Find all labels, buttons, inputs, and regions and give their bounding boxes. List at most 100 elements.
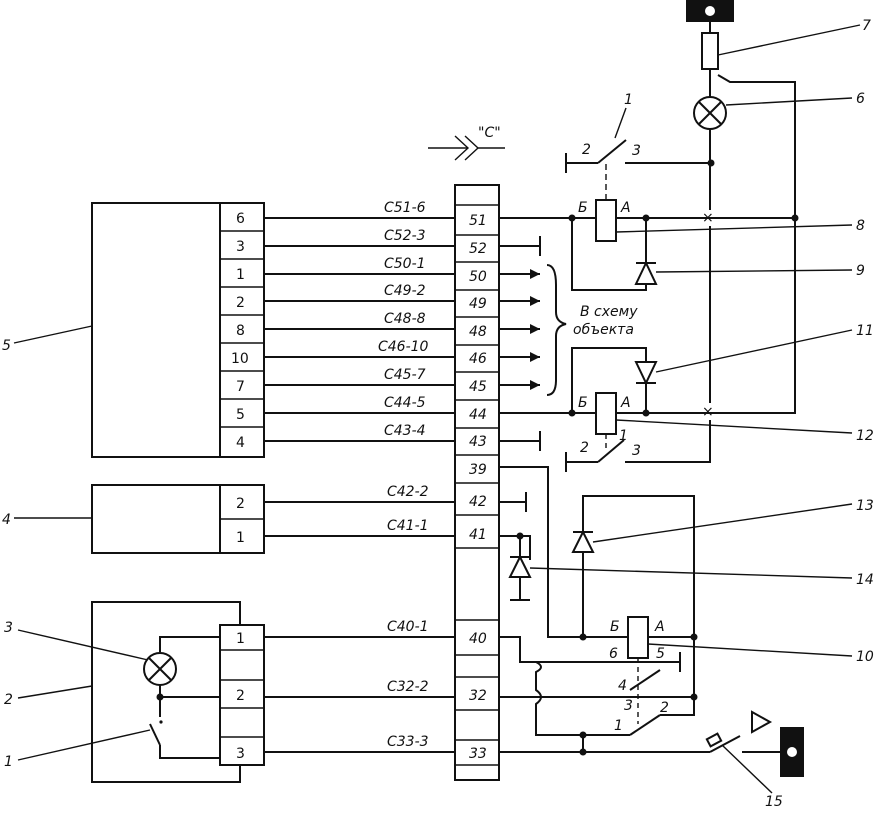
- block-5: 6 3 1 2 8 10 7 5 4: [91, 202, 265, 458]
- diode-13-icon: [571, 529, 595, 553]
- relay-10-coil-icon: [627, 616, 649, 659]
- relay12-term-b: Б: [578, 395, 588, 411]
- diode-11-icon: [634, 361, 658, 386]
- wire-c50-1: C50-1: [384, 256, 426, 272]
- block5-pin-5: 5: [236, 407, 245, 423]
- connector-pin-43: 43: [469, 434, 487, 450]
- connector-pin-32: 32: [469, 688, 487, 704]
- wire-c33-3: C33-3: [387, 734, 429, 750]
- switch-1-icon: [149, 723, 161, 746]
- connector-pin-33: 33: [469, 746, 487, 762]
- callout-1-left: 1: [4, 754, 13, 770]
- sw10-label-2: 2: [660, 700, 669, 716]
- wire-c45-7: C45-7: [384, 367, 426, 383]
- connector-pin-46: 46: [469, 351, 487, 367]
- sw10-label-6: 6: [609, 646, 618, 662]
- connector-pin-48: 48: [469, 324, 487, 340]
- wire-c46-10: C46-10: [378, 339, 429, 355]
- wire-c41-1: C41-1: [387, 518, 429, 534]
- block5-pin-4: 4: [236, 435, 245, 451]
- connector-pin-42: 42: [469, 494, 487, 510]
- block4-pin-2: 2: [236, 496, 245, 512]
- block4-pin-1: 1: [236, 530, 245, 546]
- callout-1-top: 1: [624, 92, 633, 108]
- relay8-term-a: А: [620, 200, 631, 216]
- object-note-line1: В схему: [580, 304, 638, 320]
- connector-symbol: "C": [428, 125, 505, 161]
- block2-pin-2: 2: [236, 688, 245, 704]
- block5-pin-1: 1: [236, 267, 245, 283]
- block5-pin-10: 10: [231, 351, 249, 367]
- object-outputs: В схему объекта: [499, 236, 638, 396]
- relay10-term-b: Б: [610, 619, 620, 635]
- callouts: 7 6 1 8 9 11 12 13 14 10 15 5 4 3 2 1: [2, 18, 874, 810]
- block-4: 2 1: [91, 484, 265, 554]
- callout-2: 2: [4, 692, 13, 708]
- relay8-term-b: Б: [578, 200, 588, 216]
- wire-c48-8: C48-8: [384, 311, 426, 327]
- connector-pin-45: 45: [469, 379, 487, 395]
- wire-c42-2: C42-2: [387, 484, 429, 500]
- connector-pin-44: 44: [469, 407, 487, 423]
- sw10-label-4: 4: [618, 678, 627, 694]
- sw12-label-2: 2: [580, 440, 589, 456]
- callout-14: 14: [856, 572, 874, 588]
- callout-9: 9: [856, 263, 865, 279]
- power-branch: × ×: [686, 0, 799, 462]
- wire-c49-2: C49-2: [384, 283, 426, 299]
- sw12-label-3: 3: [632, 443, 641, 459]
- relay-8-coil-icon: [595, 199, 617, 242]
- relay-12: Б А 2 1 3: [499, 347, 711, 472]
- callout-7: 7: [862, 18, 871, 34]
- sw12-label-1: 1: [619, 428, 628, 444]
- sw1-label-3: 3: [632, 143, 641, 159]
- wire-bundle-5: [264, 217, 455, 442]
- block5-pin-6: 6: [236, 211, 245, 227]
- sw10-label-5: 5: [656, 646, 665, 662]
- bottom-ground: [499, 710, 804, 777]
- block5-pin-8: 8: [236, 323, 245, 339]
- block-2: 1 2 3: [91, 601, 265, 783]
- callout-11: 11: [856, 323, 874, 339]
- callout-12: 12: [856, 428, 874, 444]
- switch-1-top-icon: [597, 139, 627, 164]
- callout-8: 8: [856, 218, 865, 234]
- callout-3: 3: [4, 620, 13, 636]
- block5-pin-3: 3: [236, 239, 245, 255]
- sw1-label-2: 2: [582, 142, 591, 158]
- switch-12-icon: [597, 439, 625, 463]
- diode-9-icon: [634, 260, 658, 285]
- callout-15: 15: [765, 794, 783, 810]
- signal-triangle-icon: [751, 710, 773, 734]
- diode-14-icon: [508, 554, 532, 578]
- fuse-7-icon: [701, 32, 719, 70]
- sw10-label-3: 3: [624, 698, 633, 714]
- relay-8: Б А 2 3: [499, 139, 715, 291]
- object-note-line2: объекта: [573, 322, 634, 338]
- callout-5: 5: [2, 338, 11, 354]
- wire-c32-2: C32-2: [387, 679, 429, 695]
- connector-c: 51 52 50 49 48 46 45 44 43 39 42 41 40 3…: [454, 184, 500, 781]
- block5-pin-2: 2: [236, 295, 245, 311]
- wire-c40-1: C40-1: [387, 619, 429, 635]
- wire-c51-6: C51-6: [384, 200, 426, 216]
- relay-12-coil-icon: [595, 392, 617, 435]
- wire-c43-4: C43-4: [384, 423, 426, 439]
- connector-pin-39: 39: [469, 462, 487, 478]
- callout-6: 6: [856, 91, 865, 107]
- relay-10: Б А 6 5 4 3 2 1: [499, 466, 698, 736]
- callout-10: 10: [856, 649, 874, 665]
- connector-pin-41: 41: [469, 527, 487, 543]
- callout-13: 13: [856, 498, 874, 514]
- relay12-term-a: А: [620, 395, 631, 411]
- wire-c52-3: C52-3: [384, 228, 426, 244]
- sw10-label-1: 1: [614, 718, 623, 734]
- connector-pin-51: 51: [469, 213, 487, 229]
- connector-pin-50: 50: [469, 269, 487, 285]
- block5-pin-7: 7: [236, 379, 245, 395]
- switch-15-icon: [709, 735, 741, 753]
- connector-pin-49: 49: [469, 296, 487, 312]
- connector-label: "C": [478, 125, 501, 141]
- connector-pin-52: 52: [469, 241, 487, 257]
